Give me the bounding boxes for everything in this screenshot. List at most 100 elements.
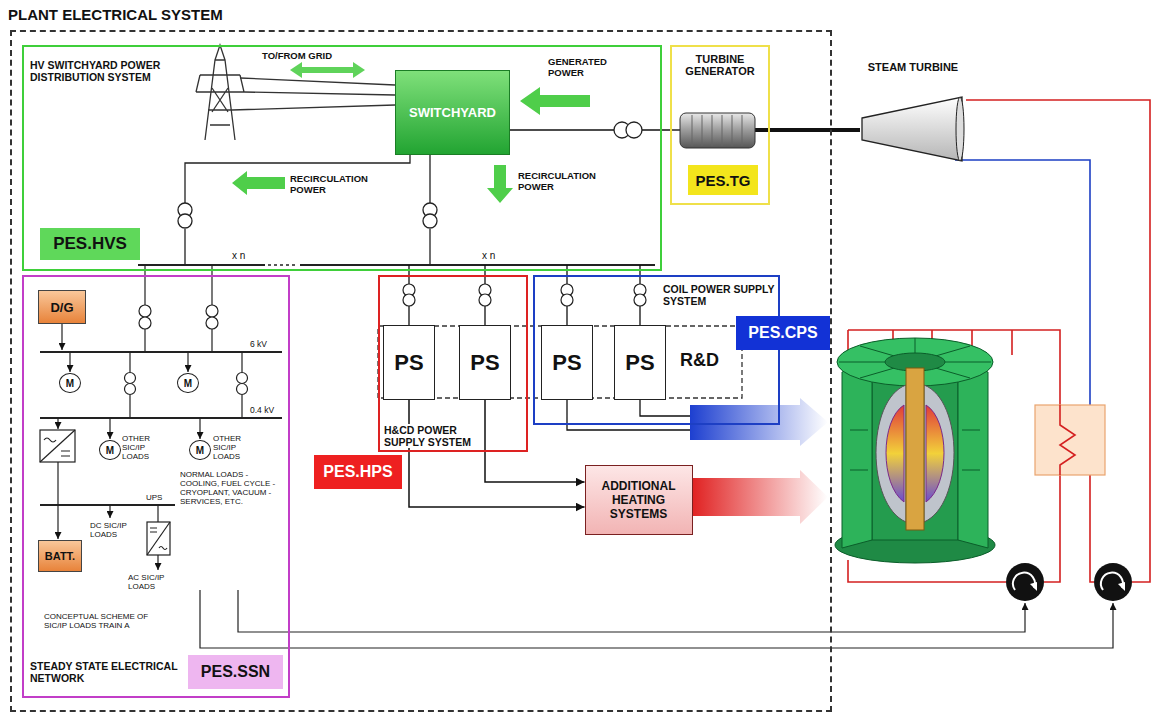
annotation-label: TO/FROM GRID [262, 50, 332, 61]
subsystem-box: PSPSH&CD POWER SUPPLY SYSTEM [378, 275, 528, 452]
converter-symbol-rect [147, 522, 170, 555]
annotation-label: NORMAL LOADS - COOLING, FUEL CYCLE - CRY… [180, 470, 286, 506]
annotation-label: x n [232, 250, 245, 261]
switchyard-box: SWITCHYARD [395, 70, 510, 155]
connector-line [409, 400, 585, 507]
pump-symbol-path [1101, 573, 1123, 590]
system-tag: PES.TG [688, 165, 758, 195]
connector-line [510, 129, 670, 131]
tokamak-illustration [835, 338, 995, 563]
converter-symbol-path [147, 522, 170, 555]
ssn-wiring-path [61, 324, 62, 350]
generator-box: D/G [38, 290, 86, 324]
node-text: PS [470, 350, 499, 376]
annotation-label: OTHER SIC/IP LOADS [122, 434, 170, 461]
transformer-symbol-circle [125, 373, 136, 384]
subsystem-box: PSPSCOIL POWER SUPPLY SYSTEM [533, 275, 780, 425]
pump-symbol [1006, 563, 1132, 601]
steam-turbine: STEAM TURBINE [860, 95, 966, 163]
generated-power-arrow [520, 87, 590, 115]
annotation-label: 0.4 kV [250, 405, 274, 415]
annotation-label: R&D [680, 350, 719, 371]
transformer-symbol-circle [139, 305, 151, 317]
transformer-symbol [125, 305, 248, 395]
grid-pylon-path [196, 45, 244, 140]
heating-box: ADDITIONAL HEATING SYSTEMS [585, 465, 693, 535]
node-text: PES.HPS [323, 463, 392, 481]
node-text: PES.TG [695, 172, 750, 189]
grid-arrow [290, 62, 365, 78]
supply-wiring-path [409, 265, 640, 325]
transformer-symbol-circle [139, 317, 151, 329]
ssn-wiring-path [57, 462, 58, 505]
tokamak-illustration-path [924, 385, 954, 522]
motor-symbol: M [99, 440, 120, 460]
node-text: PES.SSN [201, 663, 270, 681]
pump-symbol-circle [1094, 563, 1132, 601]
converter-symbol-path [40, 430, 75, 462]
node-text: PS [394, 350, 423, 376]
coolant-loop-path [966, 100, 1150, 582]
node-heading: COIL POWER SUPPLY SYSTEM [663, 283, 775, 307]
system-boundary: SWITCHYARD PES.HVS HV SWITCHYARD POWER DIS… [10, 30, 832, 712]
annotation-label: DC SIC/IP LOADS [90, 521, 134, 539]
ssn-wiring-path [57, 418, 58, 429]
node-text: PS [552, 350, 581, 376]
node-heading: HV SWITCHYARD POWER DISTRIBUTION SYSTEM [30, 59, 170, 83]
tokamak-illustration-rect [906, 368, 924, 530]
transformer-symbol-circle [206, 317, 218, 329]
annotation-label: OTHER SIC/IP LOADS [213, 434, 261, 461]
node-heading: TURBINE GENERATOR [676, 53, 764, 77]
supply-wiring [409, 265, 690, 430]
transformer-symbol-circle [125, 384, 136, 395]
supply-wiring-path [567, 400, 690, 430]
node-heading: PLANT ELECTRICAL SYSTEM [8, 6, 408, 23]
annotation-label: RECIRCULATION POWER [518, 170, 608, 192]
node-text: PES.HVS [53, 234, 127, 254]
node-text: SWITCHYARD [409, 105, 496, 120]
transformer-symbol-circle [237, 373, 248, 384]
tokamak-illustration-path [850, 430, 980, 470]
battery-box: BATT. [38, 540, 82, 572]
tokamak-illustration-path [876, 385, 906, 522]
node-text: PES.CPS [748, 324, 817, 342]
node-text: ADDITIONAL HEATING SYSTEMS [591, 479, 686, 521]
annotation-label: 6 kV [250, 339, 267, 349]
system-tag: PES.HPS [314, 455, 402, 489]
coolant-loop-path [1060, 405, 1075, 475]
node-text: D/G [50, 300, 73, 315]
transformer-symbol-circle [634, 294, 646, 306]
node-text: M [184, 378, 192, 389]
node-text: BATT. [45, 550, 75, 562]
generator-symbol-rect [680, 113, 755, 148]
motor-symbol: M [177, 373, 198, 393]
coil-power-arrow [690, 398, 828, 446]
converter-symbol-rect [40, 430, 75, 462]
tokamak-illustration-path [958, 362, 988, 548]
tokamak-illustration-rect [872, 368, 958, 540]
transformer-symbol-circle [403, 294, 415, 306]
connector-line [770, 128, 860, 132]
annotation-label: AC SIC/IP LOADS [128, 573, 186, 591]
ssn-wiring-path [109, 418, 110, 439]
annotation-label: RECIRCULATION POWER [290, 173, 380, 195]
transformer-symbol-circle [178, 214, 192, 228]
ssn-wiring [40, 265, 1113, 648]
pump-symbol-path [1013, 573, 1035, 590]
ssn-wiring-path [157, 505, 158, 522]
converter-symbol-path [61, 451, 70, 456]
recirculation-arrow [487, 165, 513, 203]
node-heading: STEAM TURBINE [860, 61, 966, 73]
system-tag: PES.SSN [188, 655, 283, 689]
node-heading: STEADY STATE ELECTRICAL NETWORK [30, 660, 180, 684]
ssn-wiring-path [187, 352, 188, 372]
transformer-symbol-circle [206, 305, 218, 317]
tokamak-illustration-path [842, 362, 872, 548]
ssn-wiring-path [238, 590, 1025, 632]
hv-feeders [138, 155, 655, 265]
transformer-symbol [403, 284, 646, 306]
transformer-symbol-circle [561, 294, 573, 306]
tokamak-illustration-path [926, 405, 944, 502]
